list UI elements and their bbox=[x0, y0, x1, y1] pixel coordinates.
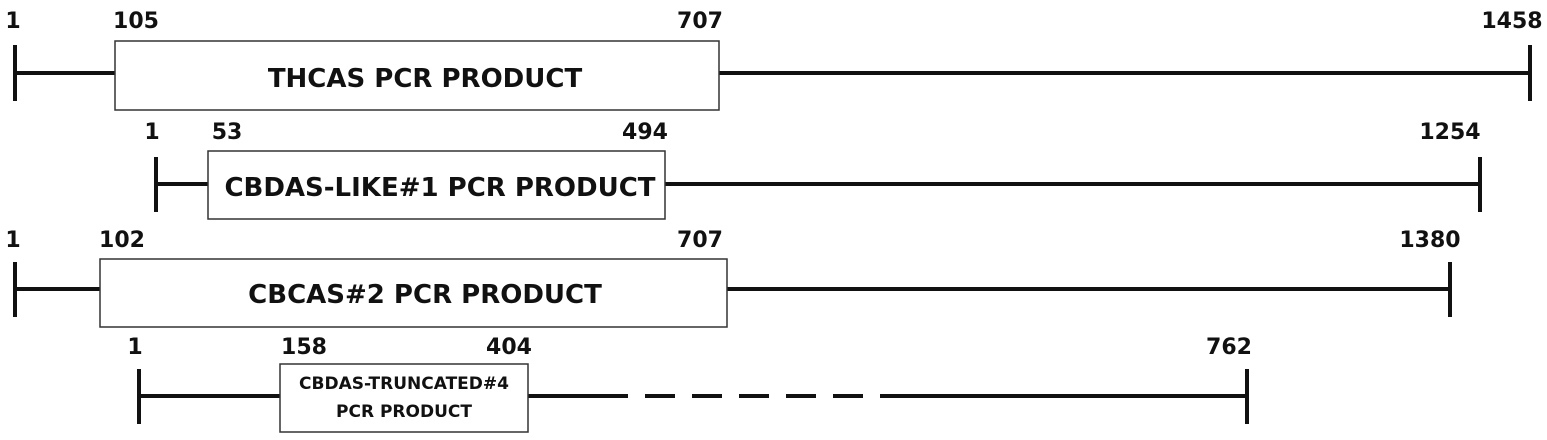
track-cbdas-truncated-4-box-start-number: 158 bbox=[281, 335, 327, 360]
track-cbdas-truncated-4-label-line-1: CBDAS-TRUNCATED#4 bbox=[299, 374, 509, 394]
track-cbcas-2-box-start-number: 102 bbox=[99, 228, 145, 253]
track-thcas-box-end-number: 707 bbox=[677, 9, 723, 34]
track-cbdas-truncated-4-label-line-2: PCR PRODUCT bbox=[336, 402, 472, 422]
track-cbdas-like-1-box-start-number: 53 bbox=[212, 120, 243, 145]
track-cbdas-truncated-4-end-number: 762 bbox=[1206, 335, 1252, 360]
track-cbcas-2-box-end-number: 707 bbox=[677, 228, 723, 253]
track-thcas-box bbox=[114, 40, 720, 111]
track-cbdas-like-1-end-number: 1254 bbox=[1419, 120, 1480, 145]
track-cbdas-like-1-box-end-number: 494 bbox=[622, 120, 668, 145]
track-cbcas-2: CBCAS#2 PCR PRODUCT 1 102 707 1380 bbox=[5, 228, 1461, 328]
track-cbdas-like-1-box bbox=[207, 150, 666, 220]
track-thcas-label: THCAS PCR PRODUCT bbox=[268, 64, 583, 94]
track-thcas-end-number: 1458 bbox=[1481, 9, 1542, 34]
track-cbcas-2-end-number: 1380 bbox=[1399, 228, 1460, 253]
track-cbcas-2-label: CBCAS#2 PCR PRODUCT bbox=[248, 280, 602, 310]
track-cbcas-2-box bbox=[99, 258, 728, 328]
track-cbdas-truncated-4-box-end-number: 404 bbox=[486, 335, 532, 360]
track-cbdas-truncated-4-box bbox=[279, 363, 529, 433]
track-cbdas-truncated-4: CBDAS-TRUNCATED#4 PCR PRODUCT 1 158 404 … bbox=[127, 335, 1252, 433]
track-cbdas-truncated-4-start-number: 1 bbox=[127, 335, 142, 360]
track-cbdas-like-1-label: CBDAS-LIKE#1 PCR PRODUCT bbox=[224, 173, 655, 203]
track-thcas: THCAS PCR PRODUCT 1 105 707 1458 bbox=[5, 9, 1543, 111]
track-cbcas-2-start-number: 1 bbox=[5, 228, 20, 253]
track-cbdas-like-1-start-number: 1 bbox=[144, 120, 159, 145]
track-thcas-start-number: 1 bbox=[5, 9, 20, 34]
track-thcas-box-start-number: 105 bbox=[113, 9, 159, 34]
track-cbdas-like-1: CBDAS-LIKE#1 PCR PRODUCT 1 53 494 1254 bbox=[144, 120, 1482, 220]
